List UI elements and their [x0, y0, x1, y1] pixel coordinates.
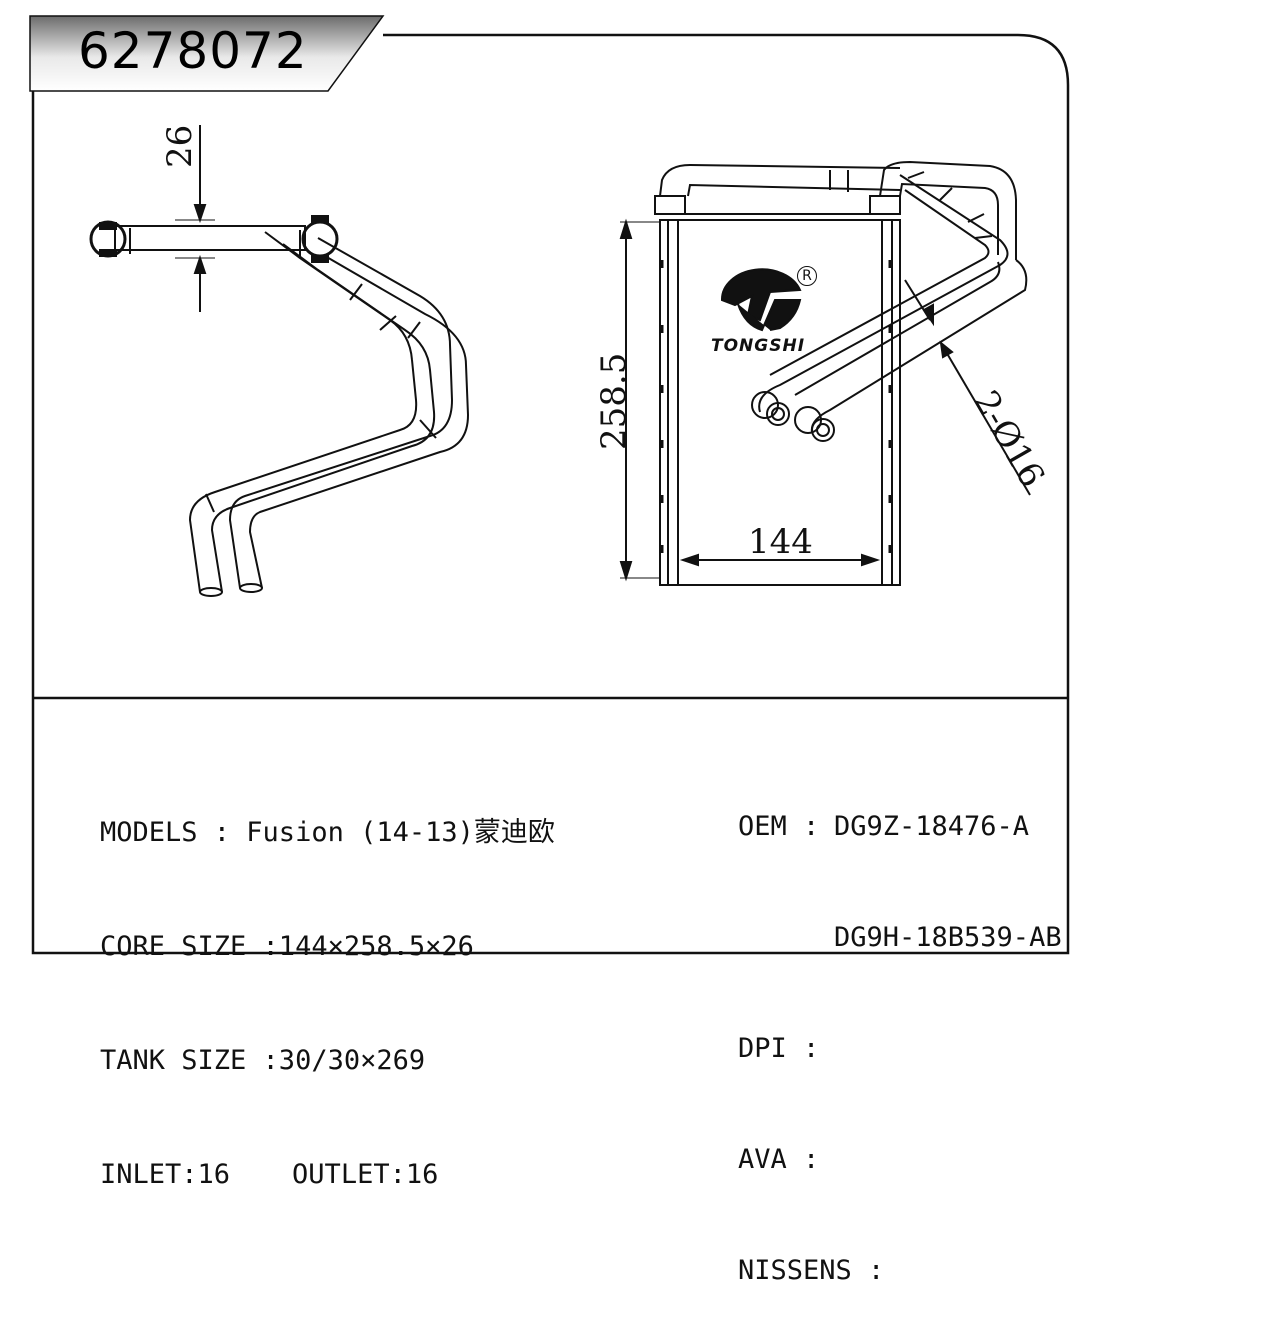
inlet-value: INLET:16	[100, 1159, 231, 1190]
nissens-line: NISSENS :	[738, 1255, 885, 1286]
oem-label: OEM :	[738, 811, 820, 842]
registered-mark-icon: R	[797, 266, 817, 286]
oem-number-2: DG9H-18B539-AB	[834, 922, 1062, 953]
ava-line: AVA :	[738, 1144, 820, 1175]
models-line: MODELS : Fusion (14-13)蒙迪欧	[100, 817, 555, 848]
oem-line-2: DG9H-18B539-AB	[738, 919, 1062, 956]
brand-logo-text: TONGSHI	[711, 336, 806, 356]
tank-size-line: TANK SIZE :30/30×269	[100, 1045, 426, 1076]
border	[31, 33, 1070, 955]
drawing-frame	[29, 15, 1070, 955]
oem-number-1: DG9Z-18476-A	[834, 811, 1030, 842]
dpi-line: DPI :	[738, 1033, 820, 1064]
dimension-width: 144	[748, 522, 813, 562]
side-view	[89, 125, 470, 597]
dimension-thickness: 26	[160, 124, 200, 168]
part-number: 6278072	[78, 22, 308, 80]
core-size-line: CORE SIZE :144×258.5×26	[100, 931, 474, 962]
part-number-tab	[29, 15, 385, 92]
specs-left: MODELS : Fusion (14-13)蒙迪欧 CORE SIZE :14…	[100, 738, 555, 1232]
outlet-value: OUTLET:16	[292, 1159, 439, 1190]
front-view	[619, 160, 1031, 586]
dimension-height: 258.5	[594, 352, 634, 450]
specs-right: OEM : DG9Z-18476-A DG9H-18B539-AB DPI : …	[738, 734, 1062, 1326]
oem-line: OEM : DG9Z-18476-A	[738, 808, 1062, 845]
inlet-outlet-line: INLET:16 OUTLET:16	[100, 1156, 555, 1194]
